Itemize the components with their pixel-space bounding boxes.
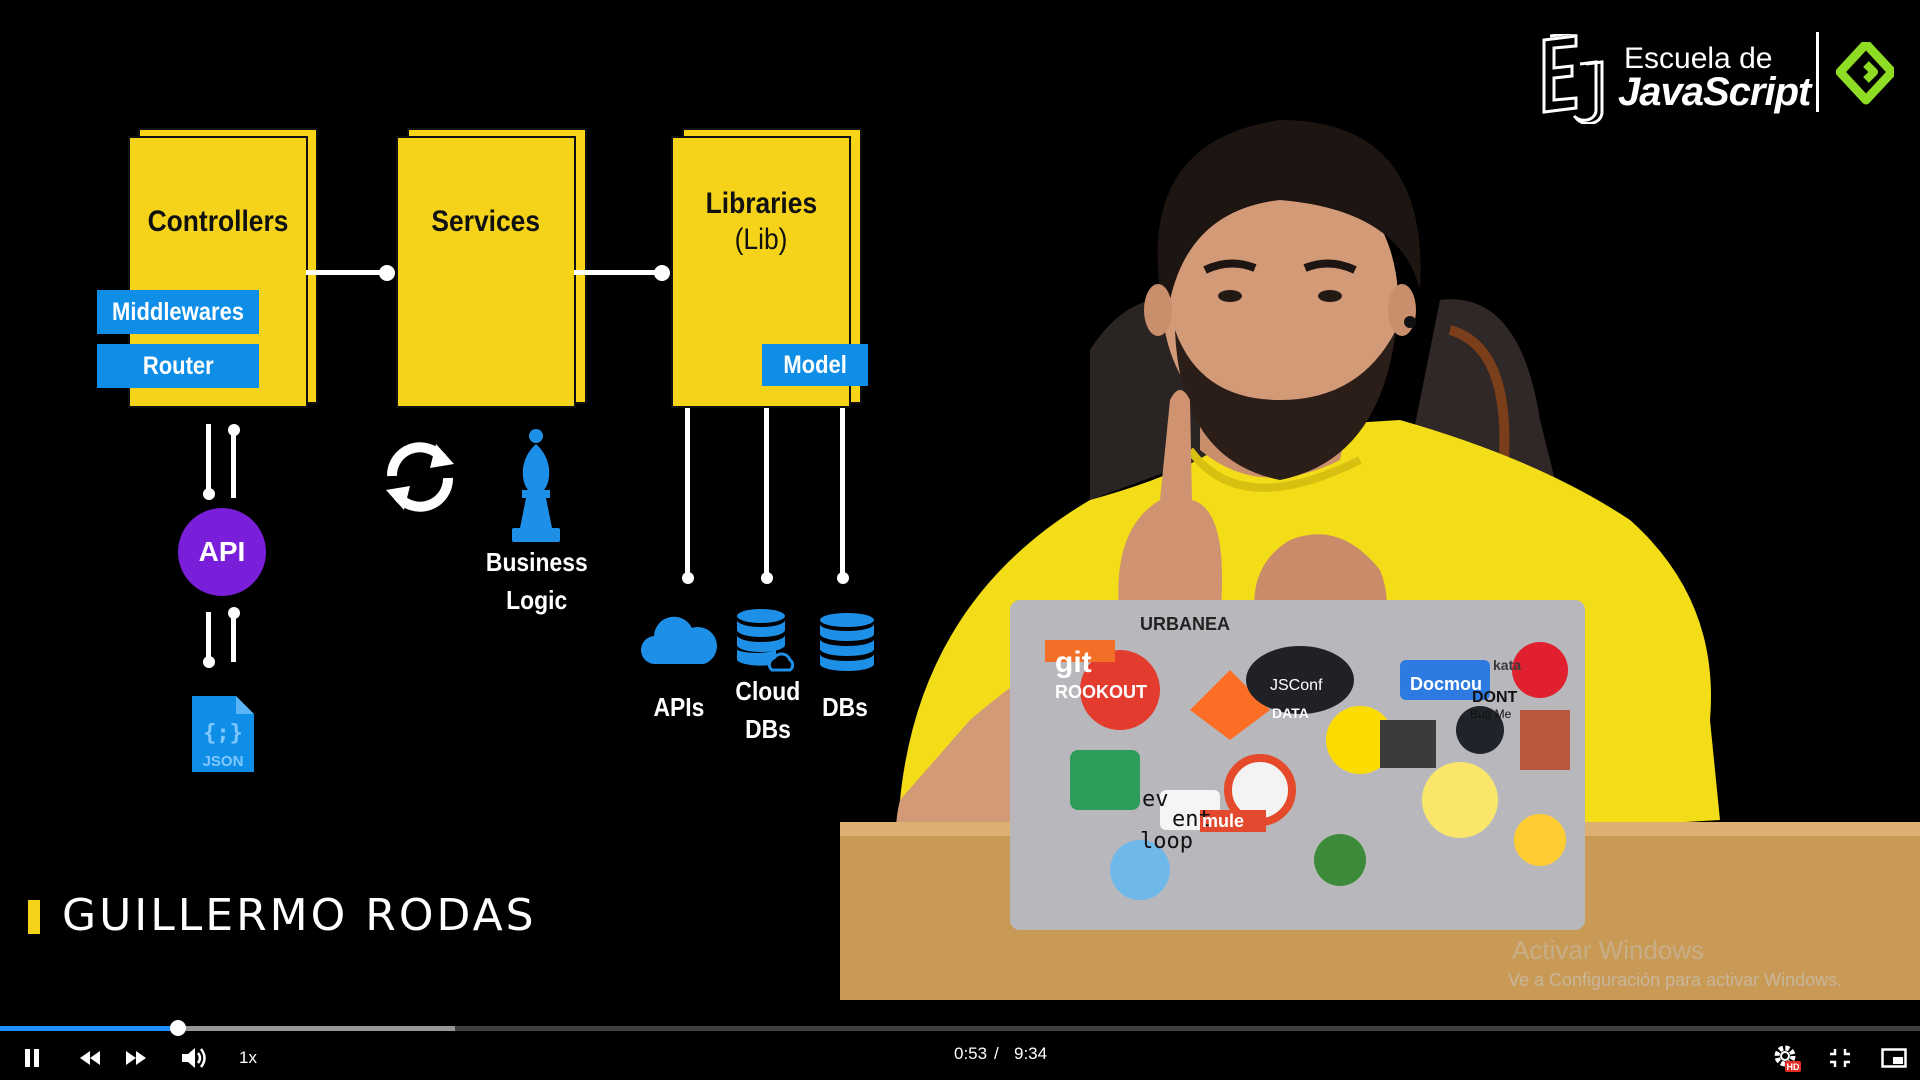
json-file-icon: {;} JSON xyxy=(192,696,254,772)
cloud-database-icon xyxy=(737,609,794,672)
settings-button[interactable]: HD xyxy=(1768,1036,1804,1080)
player-controls: 1x HD xyxy=(0,1036,1920,1080)
apis-text: APIs xyxy=(653,692,705,722)
rewind-icon xyxy=(80,1051,100,1065)
dbs-label: DBs xyxy=(806,688,884,726)
sticker-rookout: ROOKOUT xyxy=(1055,682,1147,702)
chess-bishop-icon xyxy=(512,429,560,542)
sticker-kata: kata xyxy=(1493,657,1521,673)
progress-scrubber[interactable] xyxy=(169,1020,186,1036)
dbs-connector-line xyxy=(840,408,845,578)
json-connector-dot xyxy=(228,607,240,619)
router-tag: Router xyxy=(97,344,259,388)
playback-speed-button[interactable]: 1x xyxy=(230,1036,266,1080)
sticker-event-2: ent xyxy=(1172,807,1212,832)
volume-icon xyxy=(182,1048,206,1068)
volume-button[interactable] xyxy=(176,1036,212,1080)
sticker-event-1: ev xyxy=(1142,787,1169,812)
router-label: Router xyxy=(142,351,214,380)
sticker-bugme: Bug Me xyxy=(1470,707,1512,721)
api-label: API xyxy=(198,536,246,567)
windows-activation-title: Activar Windows xyxy=(1512,935,1705,965)
cloud-dbs-line1: Cloud xyxy=(735,676,801,706)
picture-in-picture-icon xyxy=(1881,1048,1907,1068)
json-label: JSON xyxy=(203,753,244,770)
hd-badge: HD xyxy=(1787,1062,1800,1072)
middlewares-tag: Middlewares xyxy=(97,290,259,334)
api-circle: API xyxy=(178,508,266,596)
exit-fullscreen-icon xyxy=(1830,1049,1850,1067)
dbs-connector-dot xyxy=(837,572,849,584)
presenter-name: GUILLERMO RODAS xyxy=(62,890,537,941)
time-separator: / xyxy=(994,1044,999,1063)
fast-forward-button[interactable] xyxy=(118,1036,154,1080)
cloud-dbs-line2: DBs xyxy=(745,714,791,744)
rewind-button[interactable] xyxy=(72,1036,108,1080)
pause-icon xyxy=(25,1049,39,1067)
cloud-icon xyxy=(640,616,717,665)
ej-monogram-icon xyxy=(1542,34,1604,124)
apis-label: APIs xyxy=(640,688,718,726)
connector-dot xyxy=(379,265,395,281)
platzi-logo-icon xyxy=(1836,42,1894,105)
progress-track[interactable] xyxy=(0,1026,1920,1031)
apis-connector-line xyxy=(685,408,690,578)
json-connector-line xyxy=(231,612,236,662)
name-accent-bar xyxy=(28,900,40,934)
libraries-sub-label: (Lib) xyxy=(734,223,788,256)
cloud-dbs-connector-dot xyxy=(761,572,773,584)
api-connector-dot xyxy=(228,424,240,436)
libraries-label: Libraries xyxy=(705,187,817,220)
cloud-dbs-connector-line xyxy=(764,408,769,578)
cloud-dbs-label: Cloud DBs xyxy=(720,672,816,748)
model-label: Model xyxy=(783,350,847,379)
presenter-image: git ROOKOUT URBANEA JSConf DATA Docmou k… xyxy=(840,120,1920,1000)
dbs-text: DBs xyxy=(822,692,868,722)
current-time: 0:53 xyxy=(954,1044,988,1063)
connector-dot xyxy=(654,265,670,281)
json-connector-dot xyxy=(203,656,215,668)
business-logic-line2: Logic xyxy=(506,585,568,615)
api-connector-line xyxy=(231,430,236,498)
business-logic-line1: Business xyxy=(486,547,588,577)
logo-line2: JavaScript xyxy=(1618,70,1811,114)
api-connector-line xyxy=(206,424,211,492)
model-tag: Model xyxy=(762,344,868,386)
fast-forward-icon xyxy=(126,1051,146,1065)
sticker-event-3: loop xyxy=(1140,829,1193,854)
sticker-dont: DONT xyxy=(1472,689,1518,706)
playback-speed-label: 1x xyxy=(239,1048,257,1067)
sticker-urbanea: URBANEA xyxy=(1140,614,1230,634)
services-label: Services xyxy=(431,205,541,238)
sticker-mule: mule xyxy=(1202,811,1244,831)
middlewares-label: Middlewares xyxy=(111,297,245,326)
logo-line1: Escuela de xyxy=(1624,42,1773,75)
picture-in-picture-button[interactable] xyxy=(1876,1036,1912,1080)
svg-text:{;}: {;} xyxy=(203,721,243,746)
controllers-label: Controllers xyxy=(147,205,289,238)
json-connector-line xyxy=(206,612,211,662)
progress-fill xyxy=(0,1026,178,1031)
services-box: Services xyxy=(398,138,574,406)
sync-icon xyxy=(386,442,454,512)
business-logic-label: Business Logic xyxy=(470,543,604,619)
connector-services-libraries xyxy=(574,270,662,275)
escuela-js-logo: Escuela de JavaScript xyxy=(1530,28,1900,124)
logo-divider xyxy=(1816,32,1819,112)
sticker-data: DATA xyxy=(1272,705,1309,721)
api-connector-dot xyxy=(203,488,215,500)
connector-controllers-services xyxy=(306,270,386,275)
sticker-jsconf: JSConf xyxy=(1270,677,1323,694)
play-pause-button[interactable] xyxy=(16,1036,48,1080)
windows-activation-subtitle: Ve a Configuración para activar Windows. xyxy=(1508,970,1843,990)
sticker-docmou: Docmou xyxy=(1410,674,1482,694)
duration: 9:34 xyxy=(1014,1044,1048,1063)
progress-buffer xyxy=(0,1026,456,1031)
sticker-git: git xyxy=(1055,646,1092,679)
exit-fullscreen-button[interactable] xyxy=(1822,1036,1858,1080)
database-icon xyxy=(820,613,874,671)
apis-connector-dot xyxy=(682,572,694,584)
gear-icon: HD xyxy=(1774,1045,1801,1072)
